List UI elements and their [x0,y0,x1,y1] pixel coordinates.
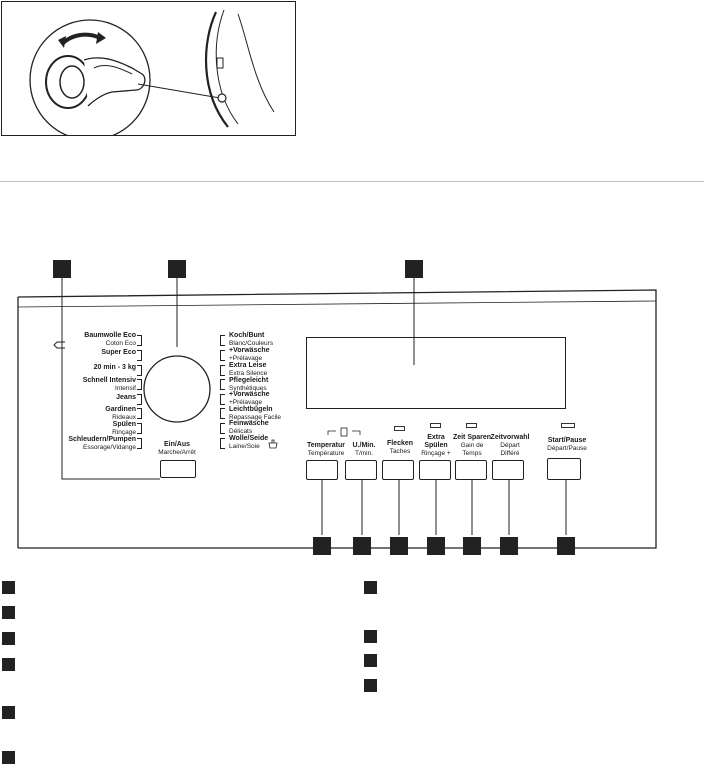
legend-marker [364,679,377,692]
legend-marker [2,632,15,645]
program-label: Jeans [116,394,136,401]
program-indicator [137,408,142,419]
callout-marker [405,260,423,278]
delay-start-button[interactable] [492,460,524,480]
program-label: +Vorwäsche+Prélavage [229,347,270,362]
stain-led [394,426,405,431]
program-indicator [220,408,225,419]
callout-marker [168,260,186,278]
program-indicator [220,350,225,361]
program-indicator [137,335,142,346]
temperature-button[interactable] [306,460,338,480]
spin-button[interactable] [345,460,377,480]
callout-marker [463,537,481,555]
legend-marker [364,654,377,667]
stain-button[interactable] [382,460,414,480]
start-led [561,423,575,428]
legend-marker [2,606,15,619]
program-indicator [137,423,142,434]
drain-hose-illustration [29,9,275,141]
callout-marker [313,537,331,555]
legend-marker [2,581,15,594]
extra-rinse-led [430,423,441,428]
legend-marker [364,581,377,594]
callout-marker [427,537,445,555]
callout-marker [53,260,71,278]
legend-marker [2,706,15,719]
program-indicator [220,335,225,346]
program-indicator [137,394,142,405]
extra-rinse-button[interactable] [419,460,451,480]
program-indicator [137,365,142,376]
program-indicator [220,423,225,434]
legend-marker [364,630,377,643]
lcd-display [306,337,566,409]
illustration-frame [1,1,296,141]
legend-marker [2,658,15,671]
program-indicator [137,350,142,361]
eco-arrow-icon [53,336,65,349]
control-panel-outline [17,278,657,549]
callout-marker [557,537,575,555]
program-label: Super Eco [101,349,136,356]
callout-marker [353,537,371,555]
program-selector-dial [143,355,211,423]
program-indicator [220,438,225,449]
wool-handwash-icon [268,436,278,449]
legend-marker [2,751,15,764]
callout-marker [390,537,408,555]
start-pause-button[interactable] [547,458,581,480]
callout-marker [500,537,518,555]
onoff-button[interactable] [160,460,196,478]
program-label: +Vorwäsche+Prélavage [229,391,270,406]
program-indicator [220,379,225,390]
door-lock-icon [340,427,348,437]
time-save-led [466,423,477,428]
time-save-button[interactable] [455,460,487,480]
program-indicator [220,365,225,376]
button-label-spin: U./Min.T/min. [352,442,376,457]
program-indicator [137,379,142,390]
program-label: 20 min - 3 kg [93,364,136,371]
section-divider [0,181,704,182]
program-indicator [137,438,142,449]
program-indicator [220,394,225,405]
